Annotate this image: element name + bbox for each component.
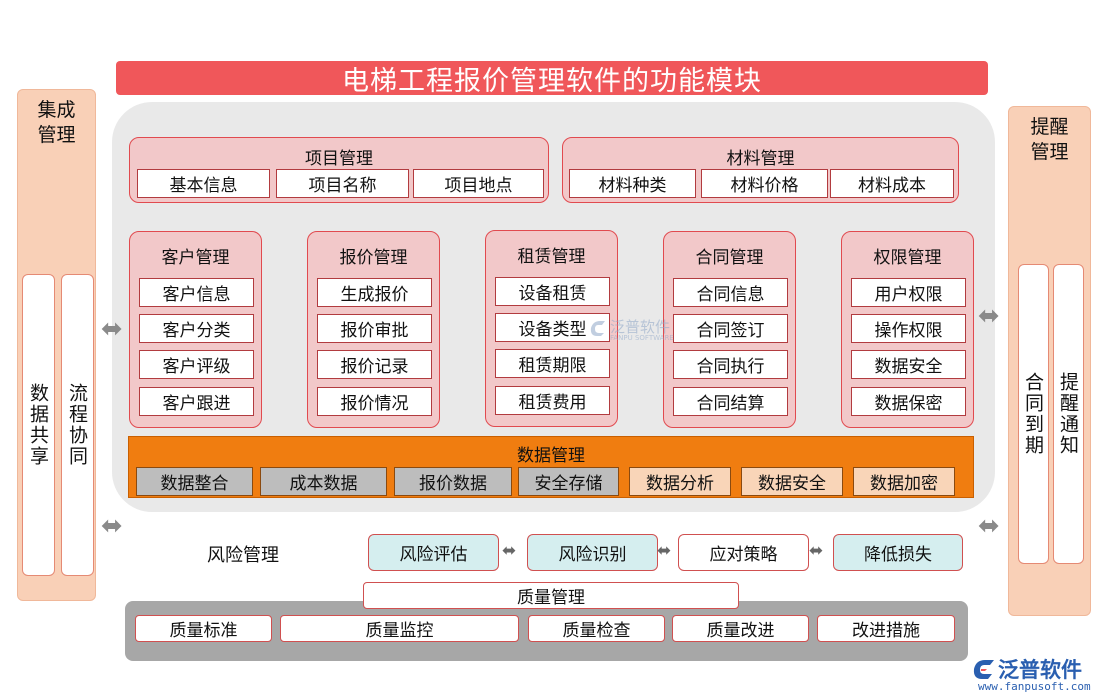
double-arrow-icon: ⬌	[657, 541, 672, 561]
fanpu-logo-icon	[590, 321, 605, 336]
risk-step: 降低损失	[833, 534, 963, 571]
contract-expiry-label: 合同到期	[1022, 372, 1044, 456]
module-item: 合同信息	[673, 278, 788, 307]
quality-item: 改进措施	[817, 615, 955, 642]
double-arrow-icon: ⬌	[978, 511, 1000, 541]
module-item: 操作权限	[851, 314, 966, 343]
reminder-notice-label: 提醒通知	[1057, 372, 1079, 456]
data-item: 数据加密	[853, 467, 955, 496]
data-sharing-column: 数据共享	[22, 274, 55, 576]
module-item: 合同执行	[673, 350, 788, 379]
quality-item: 质量监控	[280, 615, 519, 642]
data-item: 数据分析	[629, 467, 731, 496]
module-item: 数据保密	[851, 387, 966, 416]
project-management-group: 项目管理 基本信息 项目名称 项目地点	[129, 137, 549, 203]
module-item: 设备类型	[495, 313, 610, 342]
watermark: 泛普软件 FANPU SOFTWARE	[588, 316, 698, 346]
watermark-name: 泛普软件	[610, 318, 671, 336]
module-title: 报价管理	[339, 248, 408, 268]
lease-management-group: 租赁管理 设备租赁 设备类型 租赁期限 租赁费用	[485, 230, 618, 427]
data-item: 成本数据	[260, 467, 387, 496]
risk-step: 风险评估	[368, 534, 499, 571]
customer-management-group: 客户管理 客户信息 客户分类 客户评级 客户跟进	[129, 231, 262, 428]
process-collab-label: 流程协同	[66, 383, 88, 467]
module-item: 用户权限	[851, 278, 966, 307]
quality-item: 质量标准	[135, 615, 272, 642]
module-title: 客户管理	[161, 248, 230, 268]
permission-management-group: 权限管理 用户权限 操作权限 数据安全 数据保密	[841, 231, 974, 428]
data-management-title: 数据管理	[517, 446, 585, 466]
module-item: 租赁期限	[495, 349, 610, 378]
module-item: 客户跟进	[139, 387, 254, 416]
data-item: 安全存储	[518, 467, 619, 496]
module-title: 租赁管理	[517, 247, 586, 267]
risk-management-label: 风险管理	[207, 545, 279, 566]
double-arrow-icon: ⬌	[809, 541, 824, 561]
data-item: 数据安全	[741, 467, 843, 496]
reminder-panel: 提醒管理 合同到期 提醒通知	[1008, 106, 1091, 616]
project-item: 项目地点	[413, 169, 544, 198]
data-item: 报价数据	[394, 467, 512, 496]
module-item: 报价记录	[317, 350, 432, 379]
reminder-notice-column: 提醒通知	[1053, 264, 1084, 564]
material-management-group: 材料管理 材料种类 材料价格 材料成本	[562, 137, 959, 203]
module-item: 租赁费用	[495, 386, 610, 415]
page-title: 电梯工程报价管理软件的功能模块	[342, 65, 762, 97]
double-arrow-icon: ⬌	[101, 511, 123, 541]
material-item: 材料种类	[569, 169, 696, 198]
risk-step: 应对策略	[678, 534, 809, 571]
fanpu-logo-icon	[973, 660, 994, 679]
module-item: 合同签订	[673, 314, 788, 343]
module-item: 客户分类	[139, 314, 254, 343]
module-item: 客户信息	[139, 278, 254, 307]
module-item: 设备租赁	[495, 277, 610, 306]
contract-management-group: 合同管理 合同信息 合同签订 合同执行 合同结算	[663, 231, 796, 428]
brand-name: 泛普软件	[998, 658, 1082, 682]
integration-panel: 集成管理 数据共享 流程协同	[17, 89, 96, 601]
double-arrow-icon: ⬌	[502, 541, 517, 561]
quote-management-group: 报价管理 生成报价 报价审批 报价记录 报价情况	[307, 231, 440, 428]
title-bar: 电梯工程报价管理软件的功能模块	[116, 61, 988, 97]
reminder-panel-title: 提醒管理	[1030, 116, 1069, 163]
quality-item: 质量检查	[528, 615, 665, 642]
material-management-title: 材料管理	[726, 149, 795, 169]
quality-item: 质量改进	[672, 615, 809, 642]
brand-url: www.fanpusoft.com	[978, 680, 1091, 693]
data-management-group: 数据管理 数据整合 成本数据 报价数据 安全存储 数据分析 数据安全 数据加密	[128, 436, 974, 498]
double-arrow-icon: ⬌	[978, 301, 1000, 331]
module-item: 报价情况	[317, 387, 432, 416]
module-title: 权限管理	[873, 248, 942, 268]
module-item: 合同结算	[673, 387, 788, 416]
module-item: 数据安全	[851, 350, 966, 379]
data-item: 数据整合	[136, 467, 253, 496]
quality-management-title: 质量管理	[363, 582, 739, 609]
project-item: 项目名称	[276, 169, 409, 198]
module-item: 报价审批	[317, 314, 432, 343]
project-management-title: 项目管理	[305, 149, 373, 169]
material-item: 材料成本	[830, 169, 954, 198]
module-item: 生成报价	[317, 278, 432, 307]
module-item: 客户评级	[139, 350, 254, 379]
project-item: 基本信息	[137, 169, 270, 198]
brand-logo: 泛普软件 www.fanpusoft.com	[970, 652, 1095, 696]
watermark-url: FANPU SOFTWARE	[610, 334, 674, 342]
process-collab-column: 流程协同	[61, 274, 94, 576]
contract-expiry-column: 合同到期	[1018, 264, 1049, 564]
module-title: 合同管理	[695, 248, 764, 268]
data-sharing-label: 数据共享	[27, 383, 49, 467]
material-item: 材料价格	[701, 169, 828, 198]
integration-panel-title: 集成管理	[37, 99, 76, 146]
double-arrow-icon: ⬌	[101, 314, 123, 344]
risk-step: 风险识别	[527, 534, 658, 571]
